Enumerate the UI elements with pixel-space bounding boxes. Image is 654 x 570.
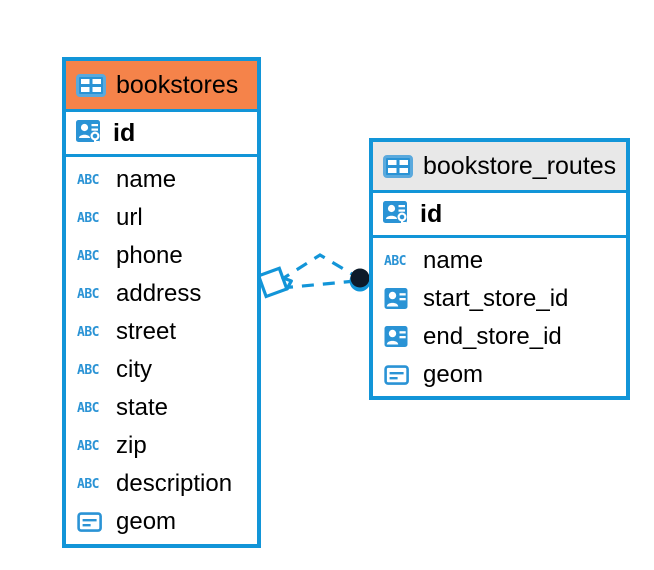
field-row-routes-name[interactable]: ABC name — [373, 242, 626, 280]
field-label-routes-name: name — [423, 247, 484, 274]
field-row-description[interactable]: ABC description — [66, 465, 257, 503]
field-row-name[interactable]: ABC name — [66, 161, 257, 199]
primary-key-icon — [383, 201, 407, 227]
entity-bookstores[interactable]: bookstores id ABC name ABC — [62, 57, 261, 548]
text-abc-icon: ABC — [77, 286, 99, 302]
field-row-url[interactable]: ABC url — [66, 199, 257, 237]
field-label-name: name — [116, 166, 177, 193]
geometry-icon — [384, 364, 409, 385]
field-label-city: city — [116, 356, 152, 383]
entity-bookstores-title: bookstores — [116, 70, 239, 99]
field-label-routes-geom: geom — [423, 361, 484, 388]
field-list-bookstore-routes: ABC name start_store_id — [373, 238, 626, 394]
primary-key-icon — [76, 120, 100, 146]
entity-bookstore-routes-header[interactable]: bookstore_routes — [373, 142, 626, 190]
text-abc-icon: ABC — [77, 210, 99, 226]
text-abc-icon: ABC — [77, 476, 99, 492]
field-label-description: description — [116, 470, 233, 497]
field-row-bookstore-routes-id[interactable]: id — [373, 190, 626, 238]
diamond-marker — [256, 266, 293, 299]
entity-bookstore-routes-title: bookstore_routes — [423, 151, 617, 180]
geometry-icon — [77, 511, 102, 532]
text-abc-icon: ABC — [77, 172, 99, 188]
field-row-zip[interactable]: ABC zip — [66, 427, 257, 465]
entity-bookstores-header[interactable]: bookstores — [66, 61, 257, 109]
field-label-phone: phone — [116, 242, 183, 269]
field-row-start-store-id[interactable]: start_store_id — [373, 280, 626, 318]
field-row-phone[interactable]: ABC phone — [66, 237, 257, 275]
field-label-bookstores-id: id — [113, 118, 136, 147]
field-label-geom: geom — [116, 508, 177, 535]
field-row-street[interactable]: ABC street — [66, 313, 257, 351]
text-abc-icon: ABC — [77, 362, 99, 378]
field-list-bookstores: ABC name ABC url ABC phone ABC address A… — [66, 157, 257, 541]
field-row-city[interactable]: ABC city — [66, 351, 257, 389]
field-label-address: address — [116, 280, 202, 307]
entity-bookstore-routes[interactable]: bookstore_routes id ABC name — [369, 138, 630, 400]
text-abc-icon: ABC — [77, 324, 99, 340]
field-label-state: state — [116, 394, 169, 421]
text-abc-icon: ABC — [77, 248, 99, 264]
text-abc-icon: ABC — [77, 400, 99, 416]
field-label-street: street — [116, 318, 177, 345]
relationship-line-lower — [280, 279, 357, 290]
field-row-state[interactable]: ABC state — [66, 389, 257, 427]
table-icon — [383, 154, 413, 178]
foreign-key-icon — [384, 326, 408, 347]
table-icon — [76, 73, 106, 97]
relationship-line-upper — [278, 253, 358, 283]
field-row-bookstores-id[interactable]: id — [66, 109, 257, 157]
field-label-url: url — [116, 204, 143, 231]
field-label-start-store-id: start_store_id — [423, 285, 569, 312]
field-label-end-store-id: end_store_id — [423, 323, 562, 350]
filled-circle-marker — [349, 268, 371, 292]
field-label-zip: zip — [116, 432, 147, 459]
foreign-key-icon — [384, 288, 408, 309]
field-row-routes-geom[interactable]: geom — [373, 356, 626, 394]
field-row-geom[interactable]: geom — [66, 503, 257, 541]
field-label-bookstore-routes-id: id — [420, 199, 443, 228]
field-row-address[interactable]: ABC address — [66, 275, 257, 313]
text-abc-icon: ABC — [77, 438, 99, 454]
field-row-end-store-id[interactable]: end_store_id — [373, 318, 626, 356]
text-abc-icon: ABC — [384, 253, 406, 269]
